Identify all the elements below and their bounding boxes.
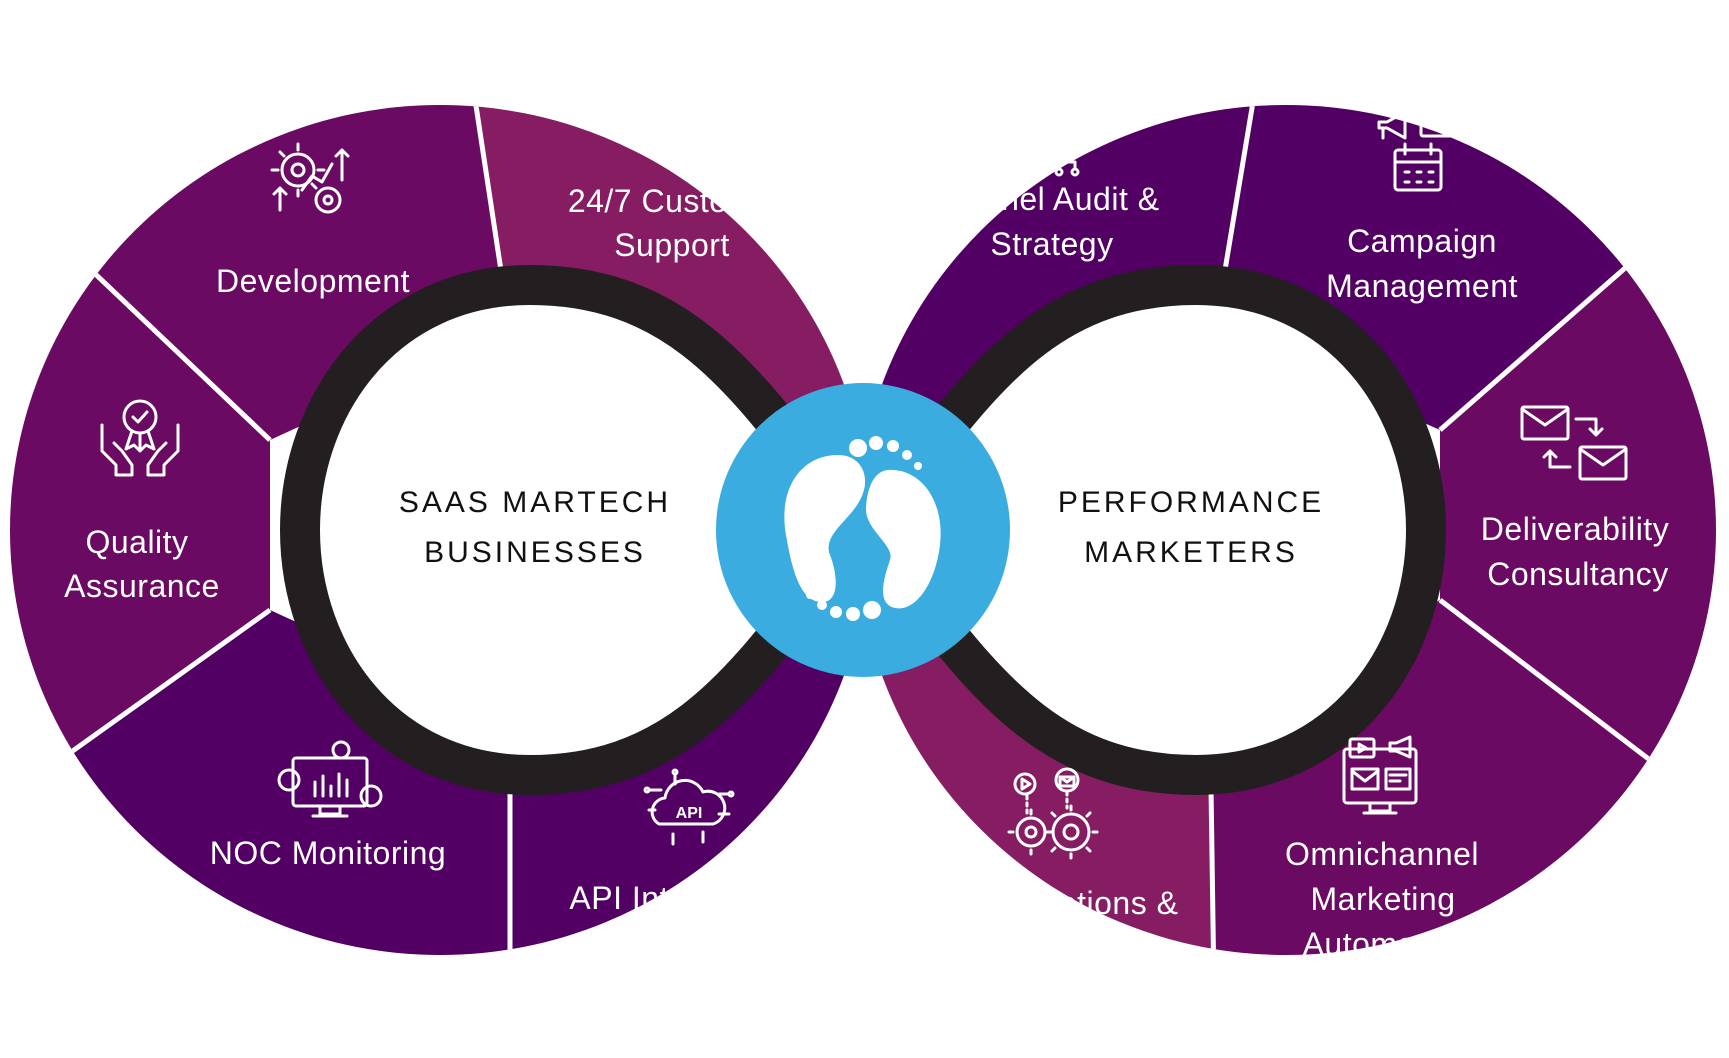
- label-customer-support-2: Support: [614, 227, 730, 263]
- right-hub-line1: PERFORMANCE: [1058, 486, 1324, 519]
- right-hub-line2: MARKETERS: [1084, 536, 1298, 569]
- gear-chart-icon: [270, 142, 350, 214]
- envelope-megaphone-icon: [1019, 82, 1083, 177]
- label-development: Development: [216, 263, 410, 299]
- label-quality-assurance-1: Quality: [85, 524, 188, 560]
- label-quality-assurance-2: Assurance: [64, 568, 220, 604]
- left-hub: [325, 320, 745, 740]
- globe-24-text: 24: [701, 110, 724, 132]
- api-cloud-icon: API: [643, 768, 735, 846]
- label-api-automation-2: Automation: [967, 930, 1134, 966]
- segment-quality-assurance[interactable]: [0, 250, 270, 780]
- label-api-partners-2: Partners: [622, 925, 747, 961]
- api-cloud-text: API: [676, 805, 703, 822]
- label-customer-support-1: 24/7 Customer: [568, 183, 784, 219]
- label-deliverability-2: Consultancy: [1487, 556, 1669, 592]
- globe-24-icon: 24: [646, 85, 724, 153]
- monitor-gears-icon: [277, 740, 383, 818]
- label-funnel-audit-1: Funnel Audit &: [944, 181, 1159, 217]
- logo-circle: [716, 383, 1010, 677]
- label-campaign-2: Management: [1326, 268, 1518, 304]
- label-api-partners-1: API Integration: [569, 880, 788, 916]
- center-logo: [716, 383, 1010, 677]
- monitor-channels-icon: [1342, 735, 1418, 815]
- right-hub: [981, 320, 1401, 740]
- hands-award-icon: [100, 399, 180, 477]
- label-funnel-audit-2: Strategy: [990, 226, 1113, 262]
- megaphone-calendar-icon: [1377, 110, 1459, 192]
- label-omnichannel-3: Automation: [1303, 926, 1470, 962]
- label-deliverability-1: Deliverability: [1481, 511, 1669, 547]
- label-api-automation-1: API Integrations &: [912, 885, 1179, 921]
- label-omnichannel-2: Marketing: [1311, 881, 1456, 917]
- footprints-logo-icon: [784, 436, 941, 621]
- envelopes-arrows-icon: [1520, 405, 1628, 481]
- left-hub-line1: SAAS MARTECH: [399, 486, 671, 519]
- gears-messages-icon: [1007, 767, 1099, 860]
- label-omnichannel-1: Omnichannel: [1285, 836, 1479, 872]
- label-noc-monitoring: NOC Monitoring: [210, 835, 446, 871]
- label-campaign-1: Campaign: [1347, 223, 1497, 259]
- left-hub-line2: BUSINESSES: [424, 536, 646, 569]
